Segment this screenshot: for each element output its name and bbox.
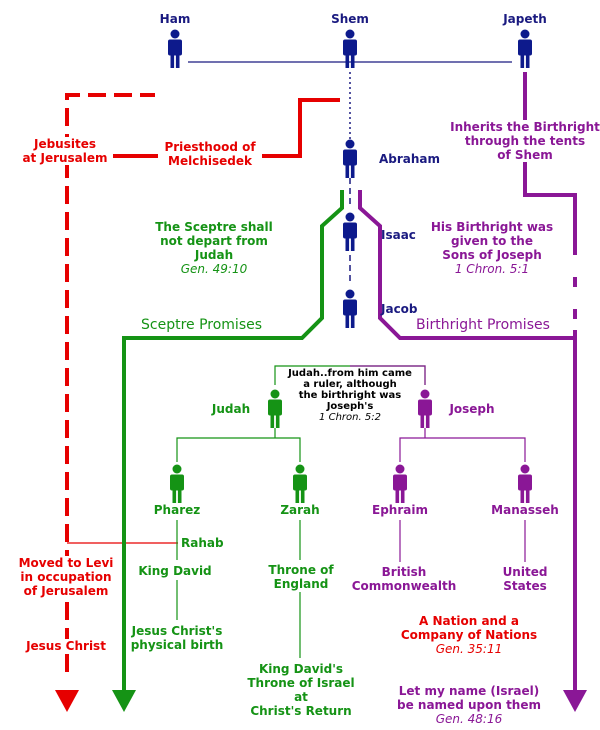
- isaac-figure: [343, 212, 357, 251]
- red-arrow-head: [55, 690, 79, 712]
- judah-sons-line: [176, 428, 301, 462]
- joseph-sons-line: [399, 428, 526, 462]
- jacob-figure: [343, 289, 357, 328]
- isaac-label: Isaac: [381, 228, 416, 242]
- joseph-figure: [418, 389, 432, 428]
- name-israel-note: Let my name (Israel)be named upon them G…: [397, 684, 541, 726]
- ham-label: Ham: [159, 12, 191, 26]
- green-arrow-head: [112, 690, 136, 712]
- name-ref: Gen. 48:16: [435, 712, 503, 726]
- pharez-label: Pharez: [153, 503, 201, 517]
- rahab-label: Rahab: [181, 536, 224, 550]
- purple-arrow-head: [563, 690, 587, 712]
- abraham-label: Abraham: [379, 152, 441, 166]
- zarah-label: Zarah: [280, 503, 320, 517]
- abraham-figure: [343, 139, 357, 178]
- joseph-label: Joseph: [449, 402, 495, 416]
- ham-figure: [168, 29, 182, 68]
- purple-jacob-line: [358, 190, 575, 340]
- ephraim-figure: [393, 464, 407, 503]
- red-priesthood-line: [65, 93, 155, 672]
- judah-ruler-ref: 1 Chron. 5:2: [319, 412, 381, 423]
- shem-label: Shem: [331, 12, 369, 26]
- japeth-label: Japeth: [503, 12, 547, 26]
- sceptre-ref: Gen. 49:10: [180, 262, 248, 276]
- manasseh-figure: [518, 464, 532, 503]
- jesus-christ-label: Jesus Christ: [26, 639, 106, 653]
- king-david-label: King David: [138, 564, 212, 578]
- jacob-label: Jacob: [381, 302, 418, 316]
- japeth-figure: [518, 29, 532, 68]
- jacob-joseph-link: [350, 365, 426, 385]
- manasseh-label: Manasseh: [491, 503, 559, 517]
- judah-figure: [268, 389, 282, 428]
- sceptre-promises-label: Sceptre Promises: [141, 317, 263, 333]
- nation-ref: Gen. 35:11: [435, 642, 503, 656]
- birthright-ref: 1 Chron. 5:1: [454, 262, 530, 276]
- judah-label: Judah: [211, 402, 251, 416]
- purple-birthright-line: [523, 72, 577, 690]
- green-sceptre-line: [122, 190, 344, 690]
- red-melchisedek-path: [262, 98, 340, 158]
- birthright-promises-label: Birthright Promises: [416, 317, 550, 333]
- ephraim-label: Ephraim: [372, 503, 428, 517]
- zarah-figure: [293, 464, 307, 503]
- pharez-figure: [170, 464, 184, 503]
